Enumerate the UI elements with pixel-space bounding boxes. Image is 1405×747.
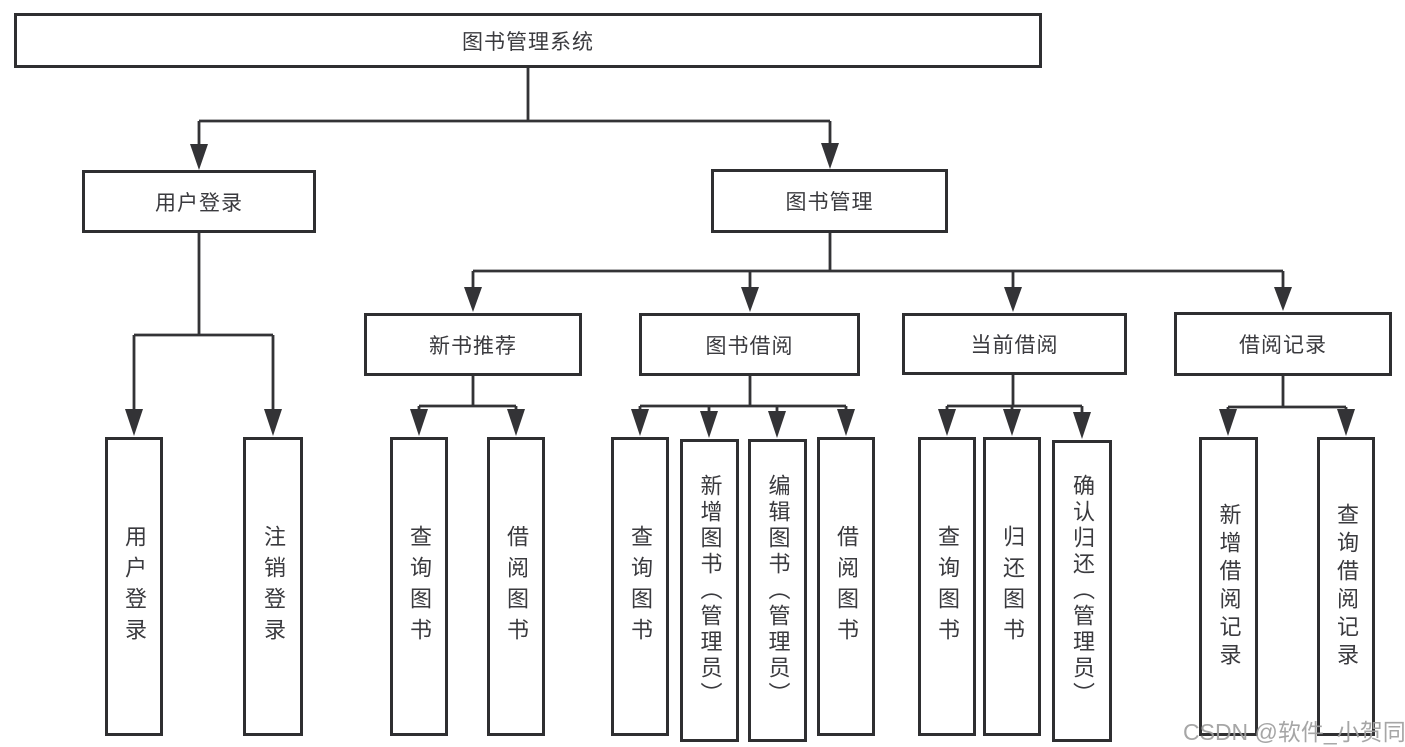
leaf-return-book: 归还图书 bbox=[983, 437, 1041, 736]
node-book-management: 图书管理 bbox=[711, 169, 948, 233]
leaf-user-login: 用户登录 bbox=[105, 437, 163, 736]
node-root: 图书管理系统 bbox=[14, 13, 1042, 68]
leaf-query-books-recommend: 查询图书 bbox=[390, 437, 448, 736]
leaf-edit-book-admin: 编辑图书（管理员） bbox=[748, 439, 807, 742]
leaf-borrow-books-recommend: 借阅图书 bbox=[487, 437, 545, 736]
leaf-query-books-current: 查询图书 bbox=[918, 437, 976, 736]
leaf-query-books-borrow: 查询图书 bbox=[611, 437, 669, 736]
leaf-borrow-books: 借阅图书 bbox=[817, 437, 875, 736]
leaf-add-book-admin: 新增图书（管理员） bbox=[680, 439, 739, 742]
leaf-query-borrow-record: 查询借阅记录 bbox=[1317, 437, 1375, 736]
watermark: CSDN @软件_小贺同学 bbox=[1183, 719, 1405, 745]
node-book-borrow: 图书借阅 bbox=[639, 313, 860, 376]
leaf-add-borrow-record: 新增借阅记录 bbox=[1199, 437, 1258, 736]
node-current-borrow: 当前借阅 bbox=[902, 313, 1127, 375]
leaf-logout: 注销登录 bbox=[243, 437, 303, 736]
node-new-book-recommend: 新书推荐 bbox=[364, 313, 582, 376]
node-user-login: 用户登录 bbox=[82, 170, 316, 233]
node-borrow-records: 借阅记录 bbox=[1174, 312, 1392, 376]
leaf-confirm-return-admin: 确认归还（管理员） bbox=[1052, 440, 1112, 742]
